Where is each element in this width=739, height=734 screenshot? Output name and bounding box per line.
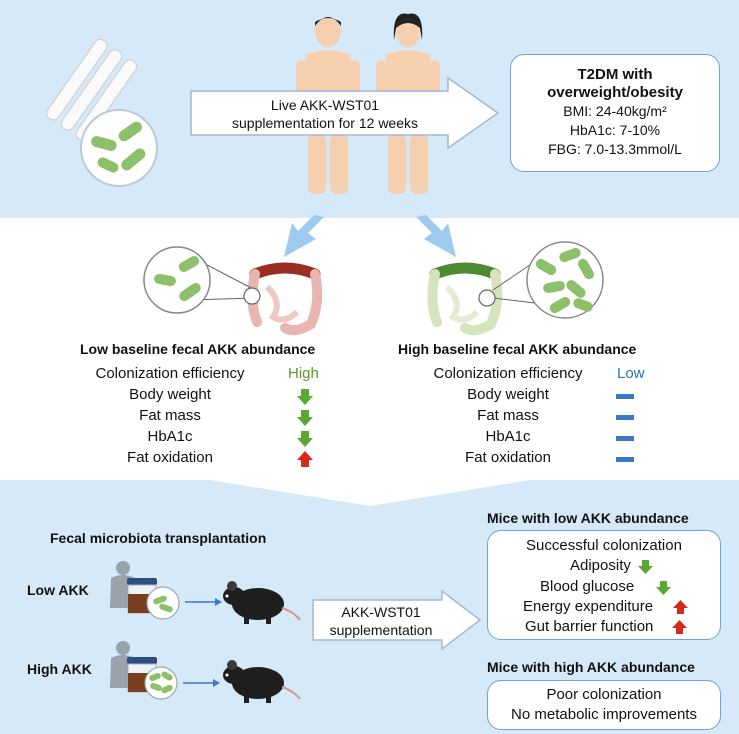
bmi-criteria: BMI: 24-40kg/m² <box>563 103 667 119</box>
mice-low-item-blood-glucose: Blood glucose <box>540 578 635 595</box>
low-row-body-weight-label: Body weight <box>129 386 211 403</box>
down-arrow-icon <box>297 431 313 447</box>
akk-arrow-text-line2: supplementation <box>329 622 433 638</box>
fmt-high-label: High AKK <box>27 661 92 677</box>
transfer-arrow-high <box>183 679 220 687</box>
low-row-fat-mass-label: Fat mass <box>139 407 201 424</box>
t2dm-title-line2: overweight/obesity <box>547 84 683 101</box>
dash-icon <box>616 457 634 462</box>
dash-icon <box>616 415 634 420</box>
low-colonization-value: High <box>288 365 319 382</box>
mice-high-box <box>487 680 721 730</box>
arrow-text-line2: supplementation for 12 weeks <box>232 115 418 131</box>
up-arrow-icon <box>672 620 687 634</box>
down-arrow-icon <box>656 581 671 595</box>
high-colonization-value: Low <box>617 365 645 382</box>
low-row-hba1c-label: HbA1c <box>147 428 193 445</box>
hba1c-criteria: HbA1c: 7-10% <box>569 122 661 138</box>
bacteria-circle-fmt-low <box>146 586 180 620</box>
mice-high-title: Mice with high AKK abundance <box>487 659 695 675</box>
fbg-criteria: FBG: 7.0-13.3mmol/L <box>548 141 682 157</box>
t2dm-title-line1: T2DM with <box>577 66 653 83</box>
high-row-fat-mass-label: Fat mass <box>477 407 539 424</box>
bacteria-circle-low <box>143 246 211 314</box>
mice-high-item-poor-colonization: Poor colonization <box>546 686 662 703</box>
transition-chevron <box>210 480 530 506</box>
mouse-icon <box>223 581 301 624</box>
high-row-body-weight-label: Body weight <box>467 386 549 403</box>
arrow-text-line1: Live AKK-WST01 <box>270 97 380 113</box>
capsules-icon <box>46 38 138 142</box>
akk-supplementation-arrow <box>312 589 482 651</box>
bacteria-icon <box>80 109 158 187</box>
bacteria-circle-high <box>526 241 604 319</box>
high-row-colonization-label: Colonization efficiency <box>433 365 583 382</box>
supplementation-arrow <box>190 76 500 150</box>
fmt-title: Fecal microbiota transplantation <box>50 530 267 546</box>
zoom-circle-right <box>478 289 496 307</box>
split-arrow-left <box>284 215 324 257</box>
down-arrow-icon <box>297 389 313 405</box>
mice-low-title: Mice with low AKK abundance <box>487 510 689 526</box>
fmt-low-label: Low AKK <box>27 582 89 598</box>
zoom-circle-left <box>243 287 261 305</box>
mice-low-item-gut-barrier: Gut barrier function <box>525 618 654 635</box>
up-arrow-icon <box>673 600 688 614</box>
split-arrow-right <box>416 215 456 257</box>
down-arrow-icon <box>638 560 653 574</box>
gut-illustration-high <box>427 262 503 336</box>
dash-icon <box>616 394 634 399</box>
mice-low-item-adiposity: Adiposity <box>570 557 631 574</box>
high-group-title: High baseline fecal AKK abundance <box>398 341 637 357</box>
dash-icon <box>616 436 634 441</box>
high-row-fat-oxidation-label: Fat oxidation <box>465 449 551 466</box>
up-arrow-icon <box>297 451 313 467</box>
mice-high-item-no-improvements: No metabolic improvements <box>511 706 697 723</box>
down-arrow-icon <box>297 410 313 426</box>
supplementation-text: Live AKK-WST01 supplementation for 12 we… <box>200 96 450 132</box>
low-row-fat-oxidation-label: Fat oxidation <box>127 449 213 466</box>
akk-arrow-text-line1: AKK-WST01 <box>341 604 421 620</box>
bacteria-circle-fmt-high <box>144 666 178 700</box>
t2dm-criteria-box: T2DM with overweight/obesity BMI: 24-40k… <box>510 54 720 172</box>
mice-low-item-colonization: Successful colonization <box>526 537 682 554</box>
low-row-colonization-label: Colonization efficiency <box>95 365 245 382</box>
transfer-arrow-low <box>185 598 222 606</box>
akk-supplementation-text: AKK-WST01 supplementation <box>318 603 444 639</box>
mice-low-item-energy: Energy expenditure <box>523 598 654 615</box>
high-row-hba1c-label: HbA1c <box>485 428 531 445</box>
mouse-icon <box>223 660 301 703</box>
mice-low-box <box>487 530 721 640</box>
low-group-title: Low baseline fecal AKK abundance <box>80 341 316 357</box>
